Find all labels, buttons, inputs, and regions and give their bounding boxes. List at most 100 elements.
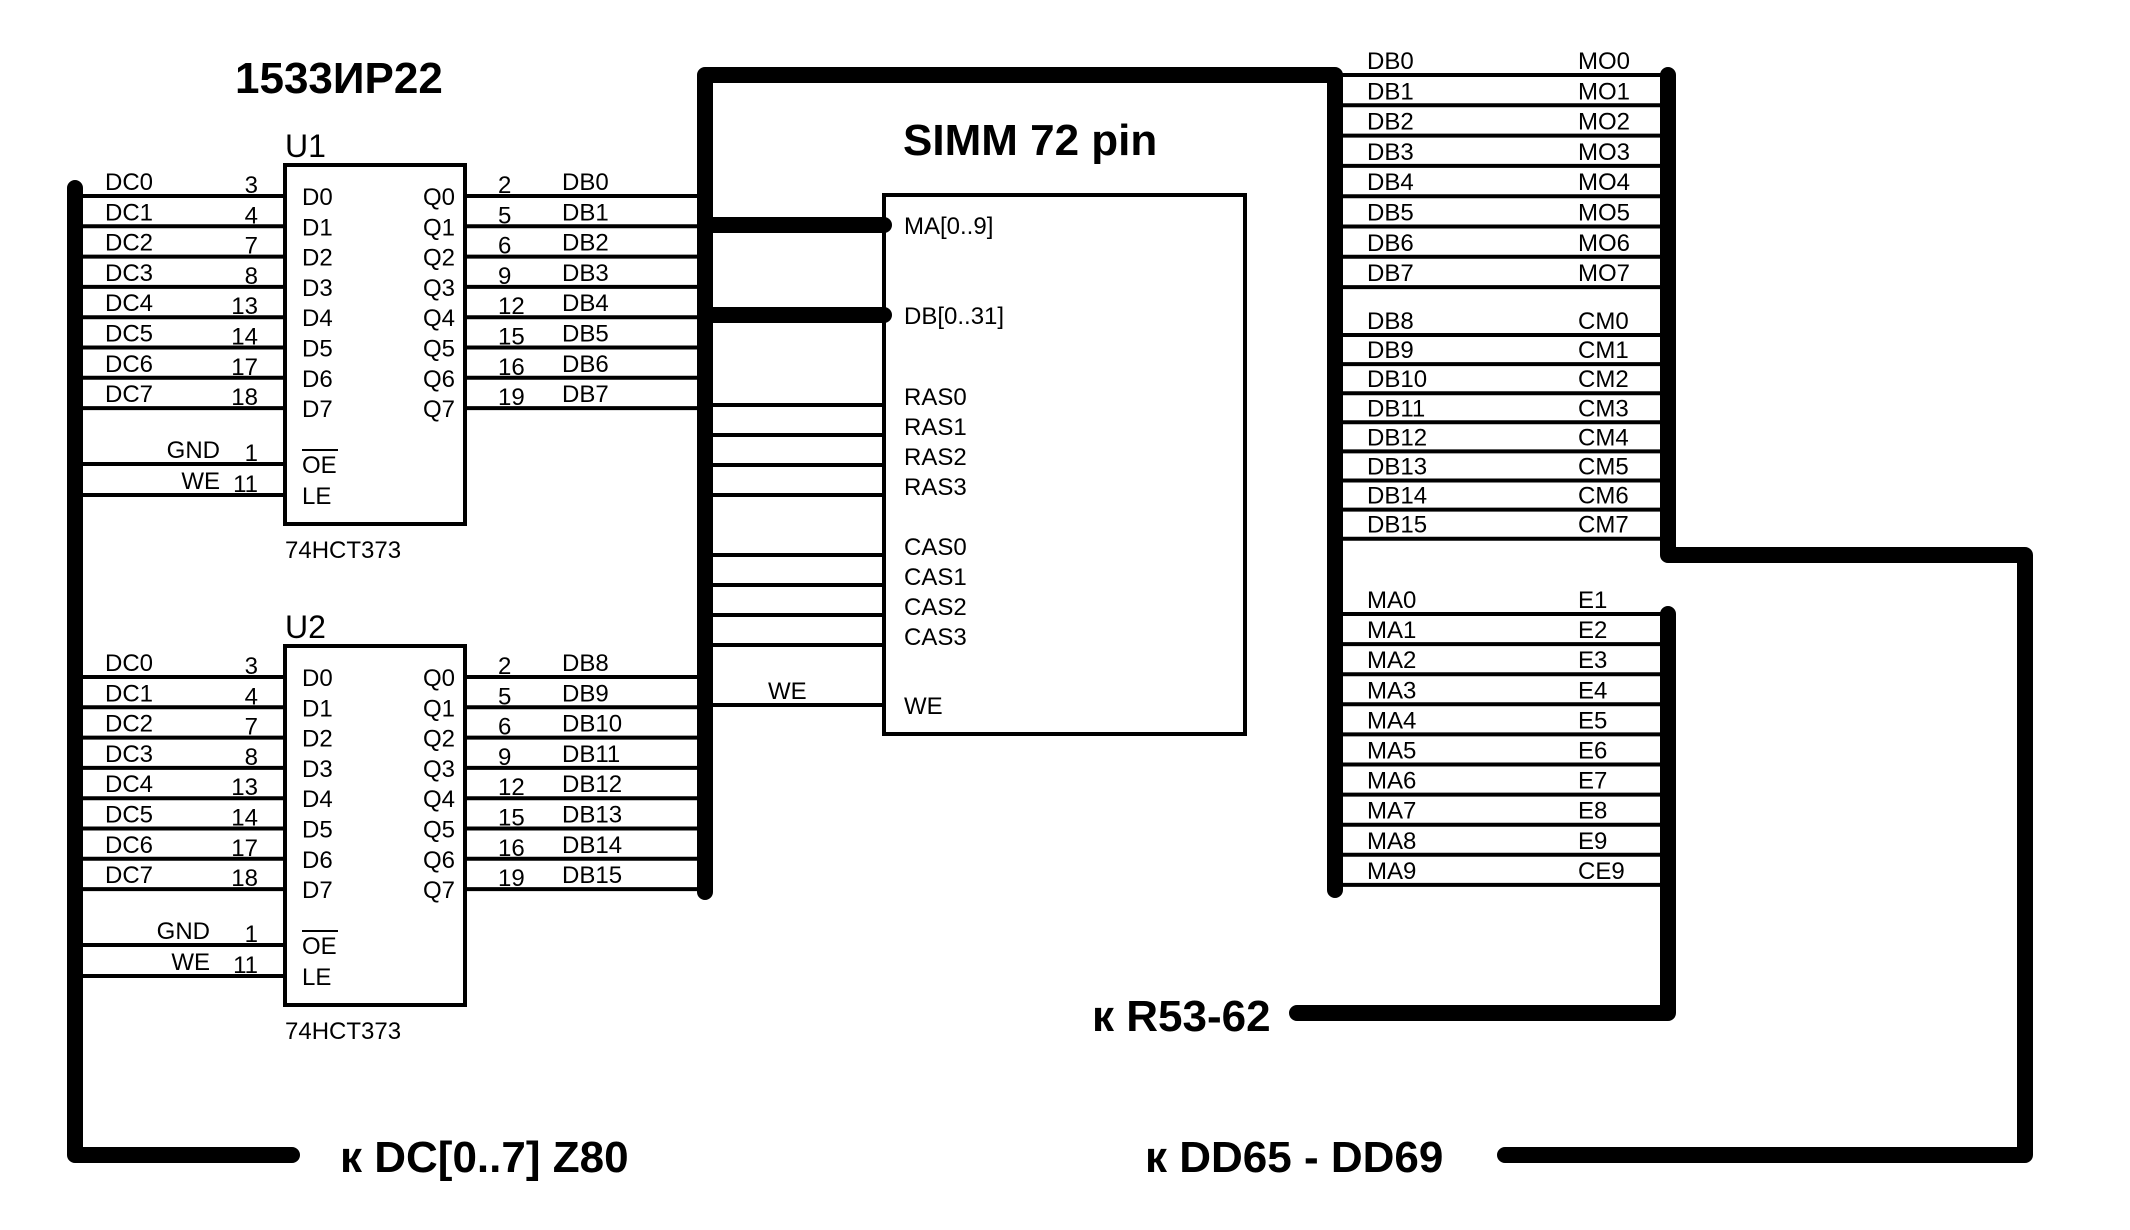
output-pin-number: 2 [498,172,511,199]
input-pin-name: D1 [302,214,333,241]
simm-we-net: WE [768,678,807,705]
control-pin-number: 1 [245,921,258,948]
output-pin-name: Q0 [423,184,455,211]
input-pin-name: D6 [302,847,333,874]
map-left-net: DB3 [1367,139,1414,166]
output-net: DB0 [562,169,609,196]
map-right-net: MO5 [1578,200,1630,227]
output-net: DB2 [562,230,609,257]
latch-part: 74HCT373 [285,537,401,564]
map-right-net: MO0 [1578,48,1630,75]
input-pin-name: D3 [302,756,333,783]
map-right-net: E4 [1578,677,1607,704]
output-pin-number: 5 [498,202,511,229]
control-pin-name: OE [302,452,337,479]
bus-label-r53: к R53-62 [1092,992,1271,1041]
map-right-net: CM1 [1578,337,1629,364]
output-net: DB15 [562,862,622,889]
output-pin-number: 2 [498,653,511,680]
map-right-net: CM7 [1578,512,1629,539]
input-pin-number: 13 [231,774,258,801]
map-left-net: MA2 [1367,647,1416,674]
control-pin-number: 1 [245,440,258,467]
map-right-net: E5 [1578,707,1607,734]
input-pin-number: 17 [231,835,258,862]
map-left-net: DB11 [1367,395,1425,422]
input-pin-number: 14 [231,324,258,351]
input-pin-name: D1 [302,695,333,722]
control-pin-name: LE [302,483,331,510]
simm-pin-ras: RAS0 [904,384,967,411]
output-net: DB1 [562,199,609,226]
input-pin-name: D7 [302,877,333,904]
output-pin-number: 12 [498,774,525,801]
simm-pin-we: WE [904,693,943,720]
input-net: DC1 [105,680,153,707]
output-pin-name: Q4 [423,786,455,813]
output-net: DB3 [562,260,609,287]
input-pin-number: 13 [231,293,258,320]
control-net: WE [171,949,210,976]
output-net: DB8 [562,650,609,677]
output-net: DB4 [562,290,609,317]
db-main-bus [697,67,1343,900]
simm-pin-cas: CAS0 [904,534,967,561]
map-right-net: MO1 [1578,78,1630,105]
input-pin-name: D0 [302,184,333,211]
map-left-net: DB10 [1367,366,1427,393]
output-pin-name: Q6 [423,366,455,393]
map-left-net: MA4 [1367,707,1416,734]
input-pin-number: 18 [231,384,258,411]
map-left-net: DB8 [1367,308,1414,335]
map-right-net: E2 [1578,617,1607,644]
control-net: WE [181,468,220,495]
output-pin-number: 9 [498,263,511,290]
output-pin-number: 19 [498,865,525,892]
map-left-net: DB14 [1367,483,1427,510]
map-left-net: DB5 [1367,200,1414,227]
latch-body [283,644,467,1007]
input-pin-number: 7 [245,233,258,260]
input-net: DC0 [105,169,153,196]
output-pin-name: Q3 [423,756,455,783]
input-pin-number: 8 [245,744,258,771]
simm-pin-ma: MA[0..9] [904,213,993,240]
simm-box [882,193,1247,736]
output-pin-name: Q1 [423,214,455,241]
input-net: DC3 [105,260,153,287]
control-net: GND [157,918,210,945]
map-left-net: DB13 [1367,454,1427,481]
output-net: DB7 [562,381,609,408]
map-left-net: DB0 [1367,48,1414,75]
output-pin-name: Q3 [423,275,455,302]
map-left-net: MA1 [1367,617,1416,644]
bus-label-dc: к DC[0..7] Z80 [340,1133,629,1182]
output-pin-number: 6 [498,714,511,741]
map-right-net: MO4 [1578,169,1630,196]
map-left-net: MA6 [1367,768,1416,795]
simm-pin-ras: RAS3 [904,474,967,501]
bus-label-dd65: к DD65 - DD69 [1145,1133,1443,1182]
input-net: DC5 [105,802,153,829]
latch-ref: U2 [285,609,326,645]
map-right-net: CM0 [1578,308,1629,335]
map-right-net: E9 [1578,828,1607,855]
input-pin-number: 7 [245,714,258,741]
input-net: DC7 [105,381,153,408]
simm-pin-cas: CAS3 [904,624,967,651]
simm-pin-cas: CAS2 [904,594,967,621]
output-pin-name: Q2 [423,726,455,753]
input-net: DC5 [105,321,153,348]
input-net: DC7 [105,862,153,889]
map-right-net: MO3 [1578,139,1630,166]
map-left-net: MA3 [1367,677,1416,704]
output-net: DB11 [562,741,620,768]
output-pin-name: Q5 [423,336,455,363]
dc-bus [67,180,300,1163]
map-left-net: MA8 [1367,828,1416,855]
input-pin-number: 17 [231,354,258,381]
